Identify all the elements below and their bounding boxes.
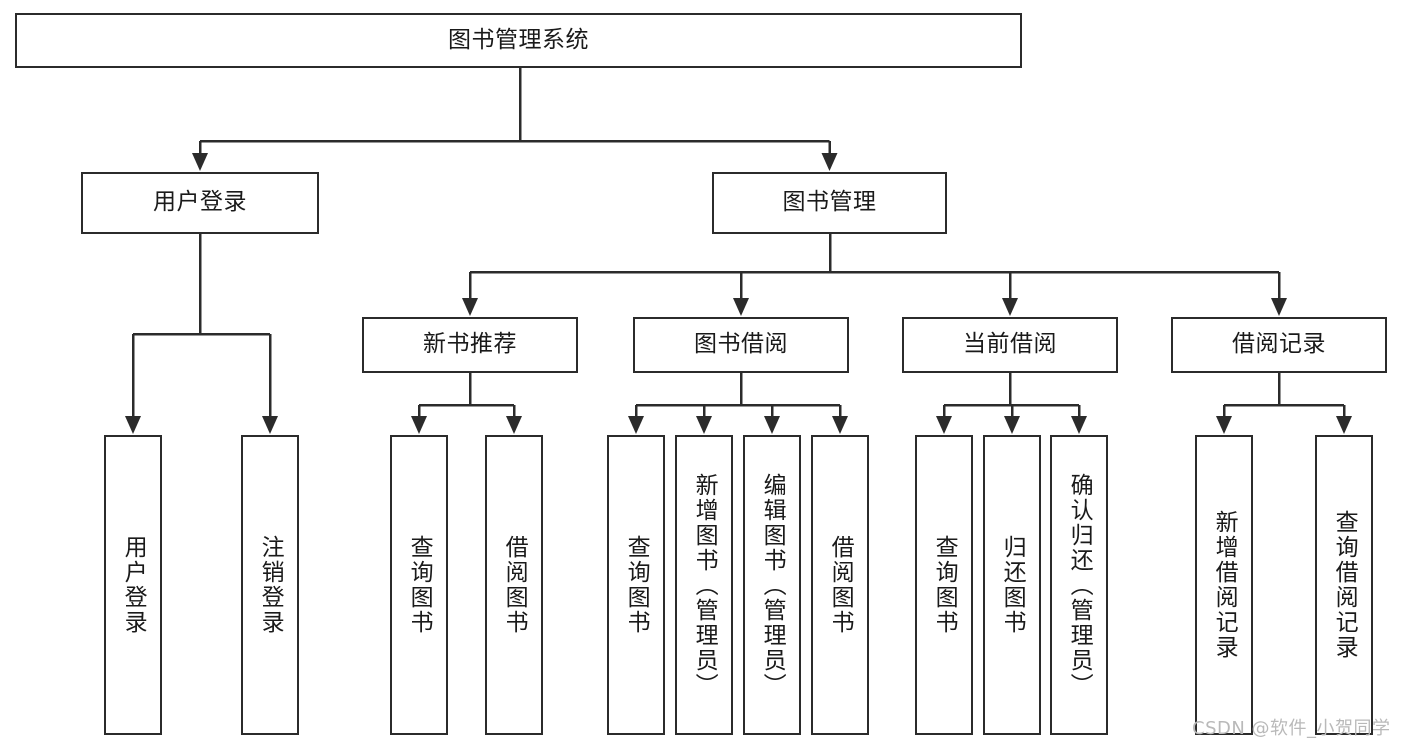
node-label: 用户登录 <box>120 535 147 635</box>
arrowhead-icon <box>262 416 278 434</box>
node-label: 查询图书 <box>931 535 958 635</box>
node-label: 借阅图书 <box>827 535 854 635</box>
arrowhead-icon <box>936 416 952 434</box>
node-leaf-user-logout: 注销登录 <box>241 435 299 735</box>
node-leaf-borrow-book-1: 借阅图书 <box>485 435 543 735</box>
arrowhead-icon <box>506 416 522 434</box>
node-user-login: 用户登录 <box>81 172 319 234</box>
node-new-book-rec: 新书推荐 <box>362 317 578 373</box>
arrowhead-icon <box>192 153 208 171</box>
node-label: 当前借阅 <box>963 331 1057 358</box>
node-leaf-add-record: 新增借阅记录 <box>1195 435 1253 735</box>
node-label: 查询借阅记录 <box>1331 510 1358 660</box>
arrowhead-icon <box>411 416 427 434</box>
arrowhead-icon <box>696 416 712 434</box>
node-label: 确认归还（管理员） <box>1066 472 1093 698</box>
node-current-borrow: 当前借阅 <box>902 317 1118 373</box>
node-book-borrow: 图书借阅 <box>633 317 849 373</box>
node-leaf-return-book: 归还图书 <box>983 435 1041 735</box>
node-root: 图书管理系统 <box>15 13 1022 68</box>
arrowhead-icon <box>1336 416 1352 434</box>
node-leaf-borrow-book-2: 借阅图书 <box>811 435 869 735</box>
node-label: 查询图书 <box>406 535 433 635</box>
node-label: 图书借阅 <box>694 331 788 358</box>
arrowhead-icon <box>628 416 644 434</box>
node-leaf-user-login: 用户登录 <box>104 435 162 735</box>
node-leaf-query-book-1: 查询图书 <box>390 435 448 735</box>
arrowhead-icon <box>1271 298 1287 316</box>
node-label: 图书管理 <box>782 189 877 216</box>
node-label: 图书管理系统 <box>448 26 589 53</box>
node-label: 借阅记录 <box>1232 331 1326 358</box>
node-label: 新增借阅记录 <box>1211 510 1238 660</box>
arrowhead-icon <box>832 416 848 434</box>
arrowhead-icon <box>733 298 749 316</box>
arrowhead-icon <box>1002 298 1018 316</box>
arrowhead-icon <box>764 416 780 434</box>
node-label: 新书推荐 <box>423 331 517 358</box>
node-label: 借阅图书 <box>501 535 528 635</box>
node-label: 注销登录 <box>257 535 284 635</box>
arrowhead-icon <box>1216 416 1232 434</box>
node-leaf-confirm-return: 确认归还（管理员） <box>1050 435 1108 735</box>
node-label: 查询图书 <box>623 535 650 635</box>
arrowhead-icon <box>125 416 141 434</box>
node-leaf-edit-book: 编辑图书（管理员） <box>743 435 801 735</box>
node-borrow-record: 借阅记录 <box>1171 317 1387 373</box>
node-leaf-query-record: 查询借阅记录 <box>1315 435 1373 735</box>
node-label: 归还图书 <box>999 535 1026 635</box>
node-book-manage: 图书管理 <box>712 172 947 234</box>
arrowhead-icon <box>821 153 838 171</box>
node-leaf-add-book: 新增图书（管理员） <box>675 435 733 735</box>
node-leaf-query-book-3: 查询图书 <box>915 435 973 735</box>
node-label: 新增图书（管理员） <box>691 472 718 698</box>
node-leaf-query-book-2: 查询图书 <box>607 435 665 735</box>
node-label: 编辑图书（管理员） <box>759 472 786 698</box>
node-label: 用户登录 <box>153 189 247 216</box>
arrowhead-icon <box>462 298 478 316</box>
arrowhead-icon <box>1071 416 1087 434</box>
arrowhead-icon <box>1004 416 1020 434</box>
